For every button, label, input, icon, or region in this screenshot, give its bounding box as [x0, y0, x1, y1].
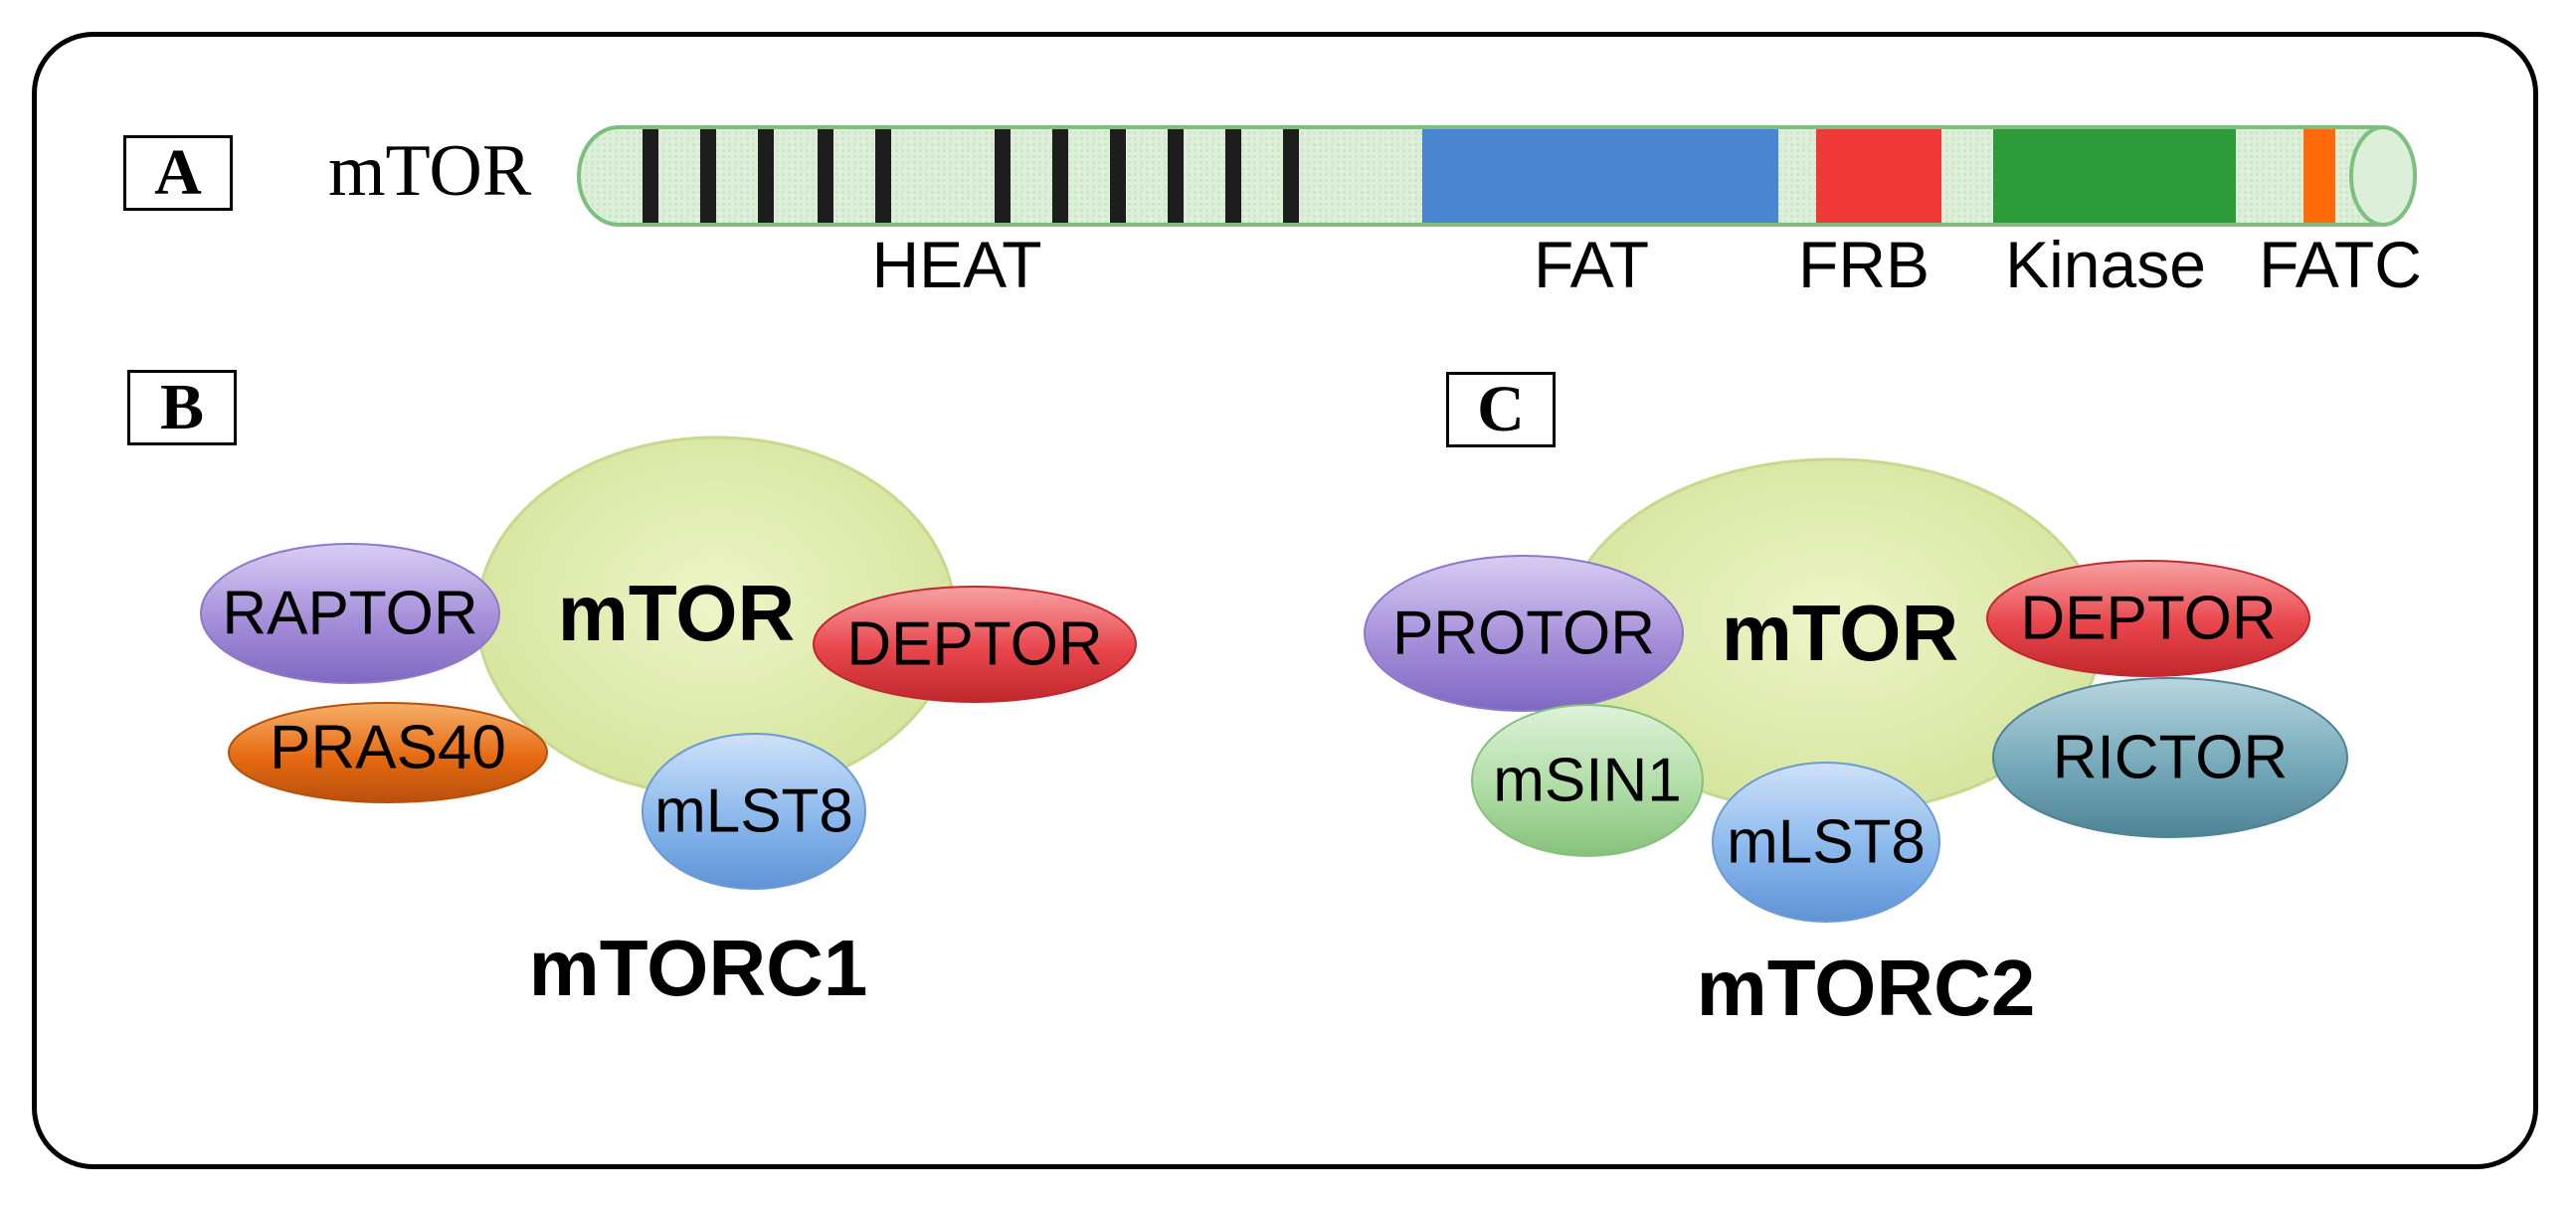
- heat-repeat-stripe: [758, 127, 774, 225]
- mtorc2-mlst8-label: mLST8: [1727, 807, 1926, 877]
- panel-a-label: A: [123, 135, 233, 211]
- rictor-label: RICTOR: [2052, 723, 2289, 792]
- heat-repeat-stripe: [1283, 127, 1299, 225]
- heat-repeat-stripe: [818, 127, 833, 225]
- msin1-label: mSIN1: [1493, 746, 1682, 815]
- figure-frame: [32, 32, 2538, 1169]
- mtorc1-complex-label: mTORC1: [528, 924, 868, 1012]
- panel-c-label: C: [1446, 372, 1556, 447]
- heat-repeat-stripe: [1110, 127, 1126, 225]
- rictor-ellipse: [1992, 677, 2348, 838]
- mtorc1-mlst8-ellipse: [642, 733, 866, 890]
- mtorc2-deptor-ellipse: [1986, 560, 2310, 677]
- mtorc1-deptor-ellipse: [813, 586, 1137, 703]
- mtorc2-mlst8-ellipse: [1712, 762, 1940, 923]
- mtorc2-complex-label: mTORC2: [1696, 944, 2036, 1032]
- frb-label: FRB: [1798, 228, 1930, 301]
- msin1-ellipse: [1471, 704, 1704, 857]
- protor-ellipse: [1364, 555, 1684, 712]
- mtor-protein-label: mTOR: [328, 130, 532, 212]
- heat-repeats: [643, 127, 1299, 225]
- mtorc2-mtor-label: mTOR: [1721, 589, 1959, 677]
- protor-label: PROTOR: [1391, 599, 1656, 668]
- kinase-label: Kinase: [2005, 228, 2206, 301]
- heat-repeat-stripe: [995, 127, 1011, 225]
- mtorc1-deptor-label: DEPTOR: [846, 609, 1103, 679]
- kinase-domain: [1993, 127, 2236, 225]
- heat-repeat-stripe: [643, 127, 658, 225]
- frb-domain: [1816, 127, 1941, 225]
- panel-b-label: B: [127, 370, 237, 445]
- fatc-domain: [2303, 127, 2335, 225]
- pras40-ellipse: [228, 702, 548, 803]
- fatc-label: FATC: [2259, 228, 2422, 301]
- raptor-ellipse: [200, 543, 500, 684]
- bar-end-cap: [2349, 125, 2417, 227]
- heat-label: HEAT: [871, 228, 1042, 301]
- mtorc2-deptor-label: DEPTOR: [2020, 584, 2277, 653]
- heat-repeat-stripe: [1225, 127, 1241, 225]
- raptor-label: RAPTOR: [222, 579, 478, 648]
- fat-domain: [1422, 127, 1778, 225]
- fat-label: FAT: [1533, 228, 1650, 301]
- heat-repeat-stripe: [1052, 127, 1068, 225]
- heat-repeat-stripe: [700, 127, 716, 225]
- mtorc1-mlst8-label: mLST8: [654, 776, 853, 846]
- heat-repeat-stripe: [1168, 127, 1184, 225]
- heat-repeat-stripe: [875, 127, 891, 225]
- pras40-label: PRAS40: [270, 713, 506, 782]
- mtorc1-mtor-label: mTOR: [557, 569, 796, 657]
